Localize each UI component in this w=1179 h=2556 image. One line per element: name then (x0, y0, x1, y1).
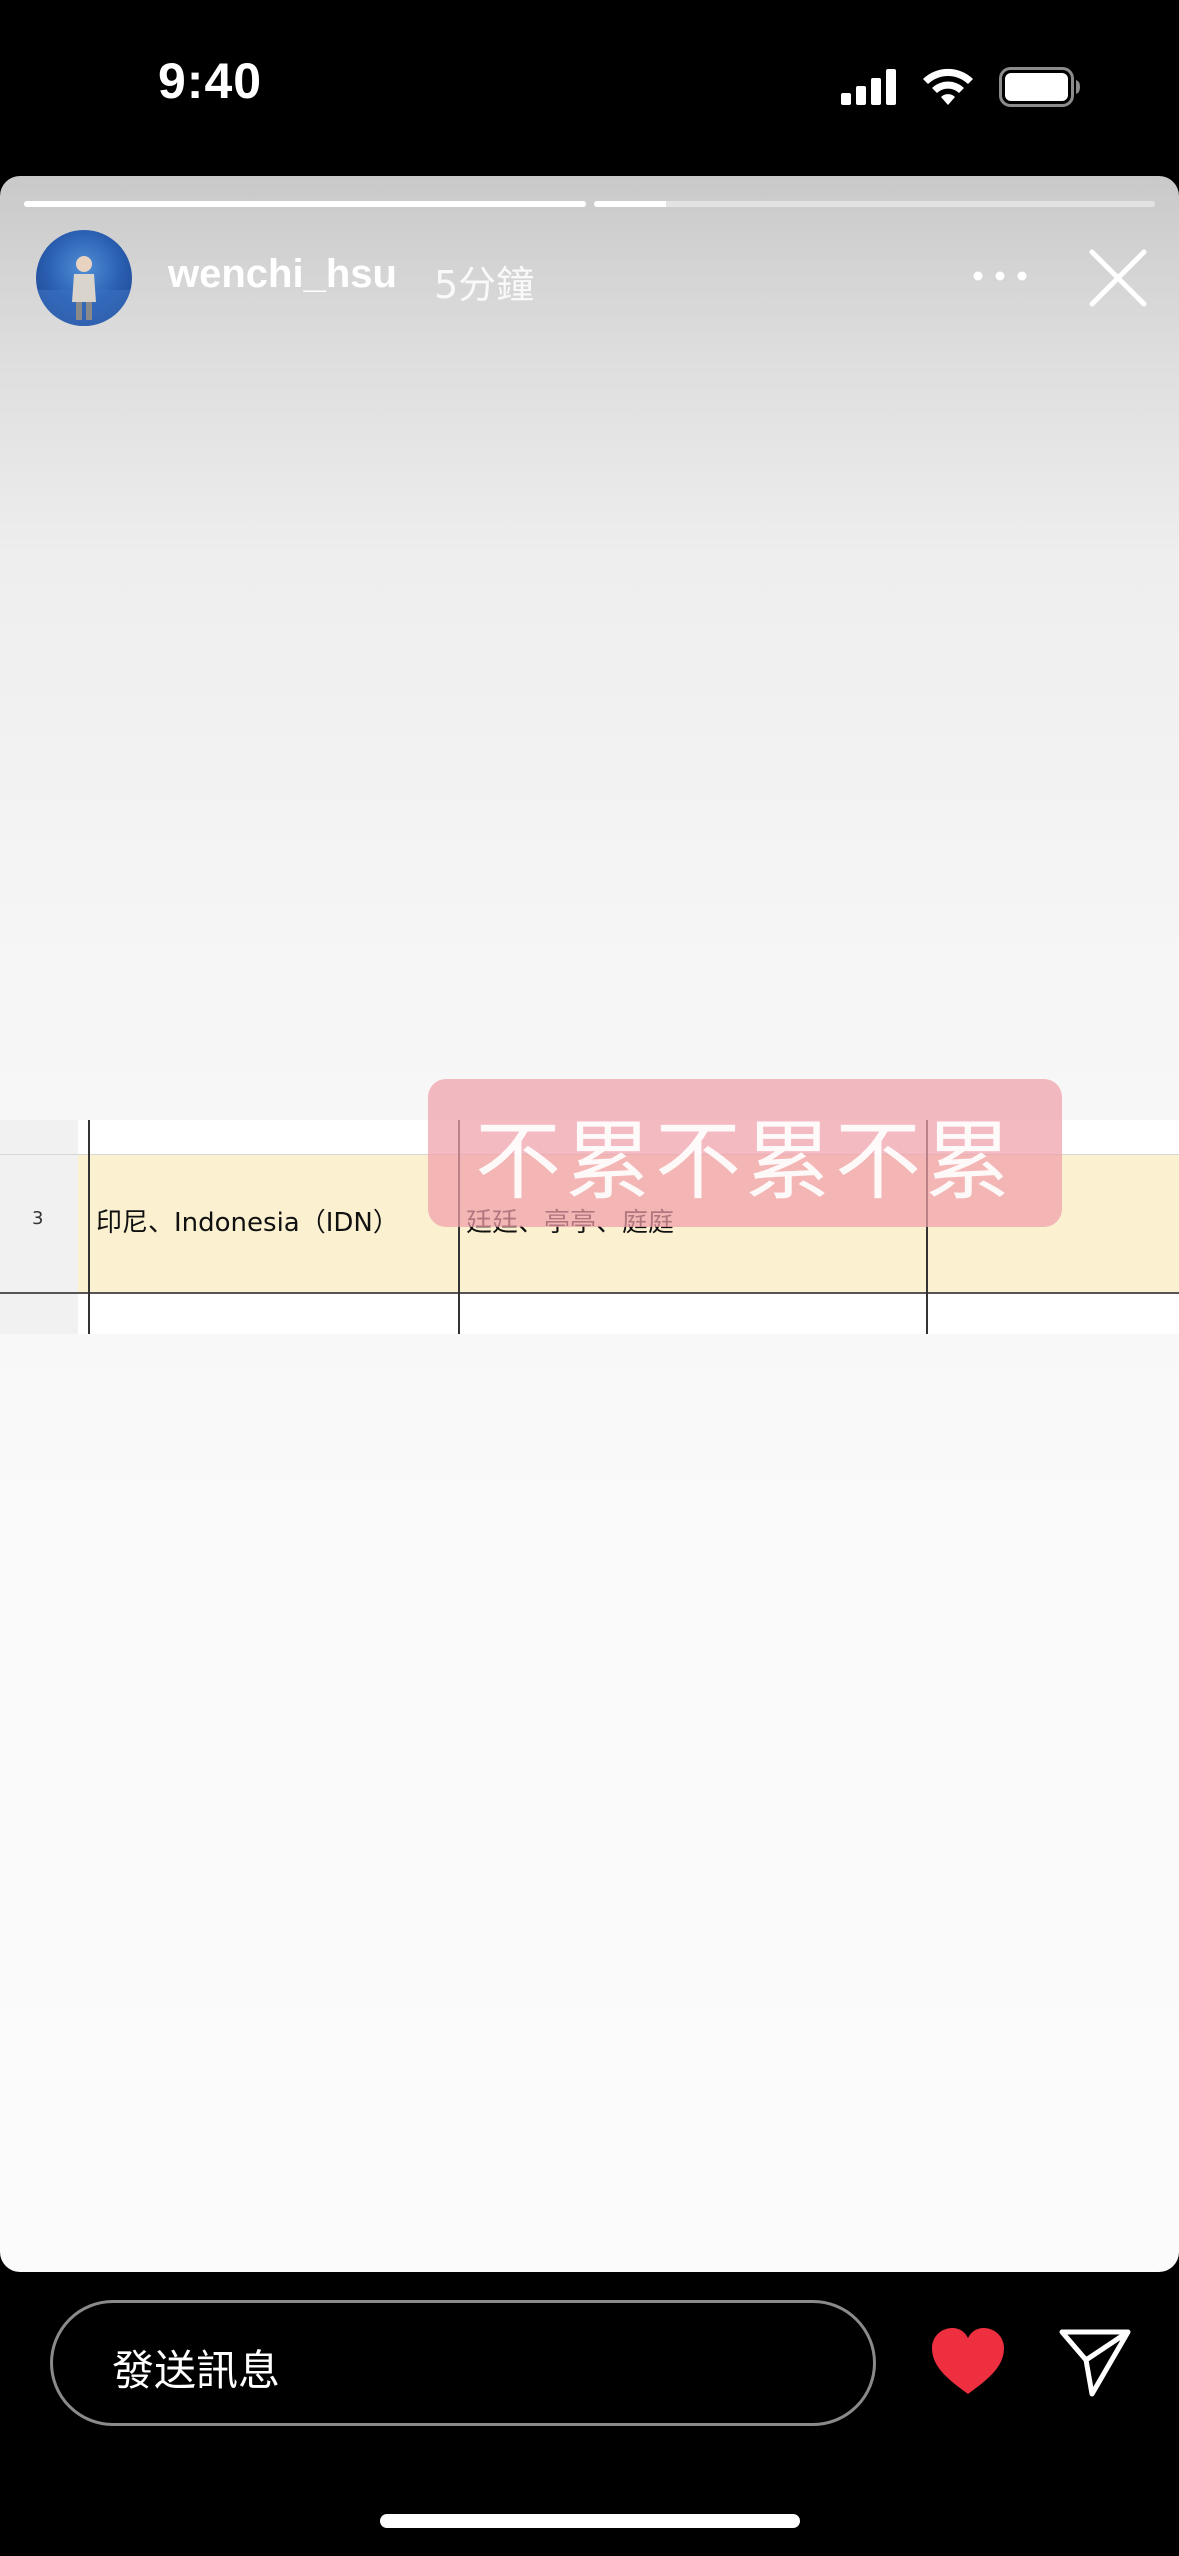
column-divider (926, 1120, 928, 1334)
avatar[interactable] (36, 230, 132, 326)
heart-icon[interactable] (930, 2326, 1006, 2396)
username[interactable]: wenchi_hsu (168, 252, 397, 296)
progress-fill-2 (593, 201, 667, 207)
country-cell: 印尼、Indonesia（IDN） (96, 1208, 399, 1238)
avatar-person-icon (36, 256, 132, 326)
story-progress-bar (24, 201, 1155, 207)
close-icon[interactable] (1086, 246, 1150, 310)
status-icons (841, 64, 1081, 110)
column-divider (458, 1120, 460, 1334)
battery-icon (999, 67, 1080, 107)
row-divider (0, 1292, 1179, 1294)
post-time: 5分鐘 (434, 263, 535, 307)
row-number-column (0, 1120, 78, 1334)
status-bar: 9:40 (0, 0, 1179, 170)
send-message-input[interactable] (50, 2300, 876, 2426)
story-content[interactable]: wenchi_hsu 5分鐘 3 印尼、Indonesia（IDN） 廷廷、亭亭… (0, 176, 1179, 2272)
row-number: 3 (32, 1208, 44, 1229)
paper-plane-icon[interactable] (1058, 2324, 1132, 2398)
progress-segment-2 (593, 201, 1155, 207)
cellular-signal-icon (841, 69, 896, 105)
status-time: 9:40 (158, 53, 263, 109)
more-horizontal-icon[interactable] (970, 266, 1030, 286)
column-divider (88, 1120, 90, 1334)
sticker-text: 不累不累不累 (475, 1111, 1015, 1212)
wifi-icon (923, 68, 973, 105)
progress-fill-1 (24, 201, 586, 207)
home-indicator (380, 2514, 800, 2528)
progress-segment-1 (24, 201, 586, 207)
text-sticker: 不累不累不累 (428, 1079, 1062, 1227)
